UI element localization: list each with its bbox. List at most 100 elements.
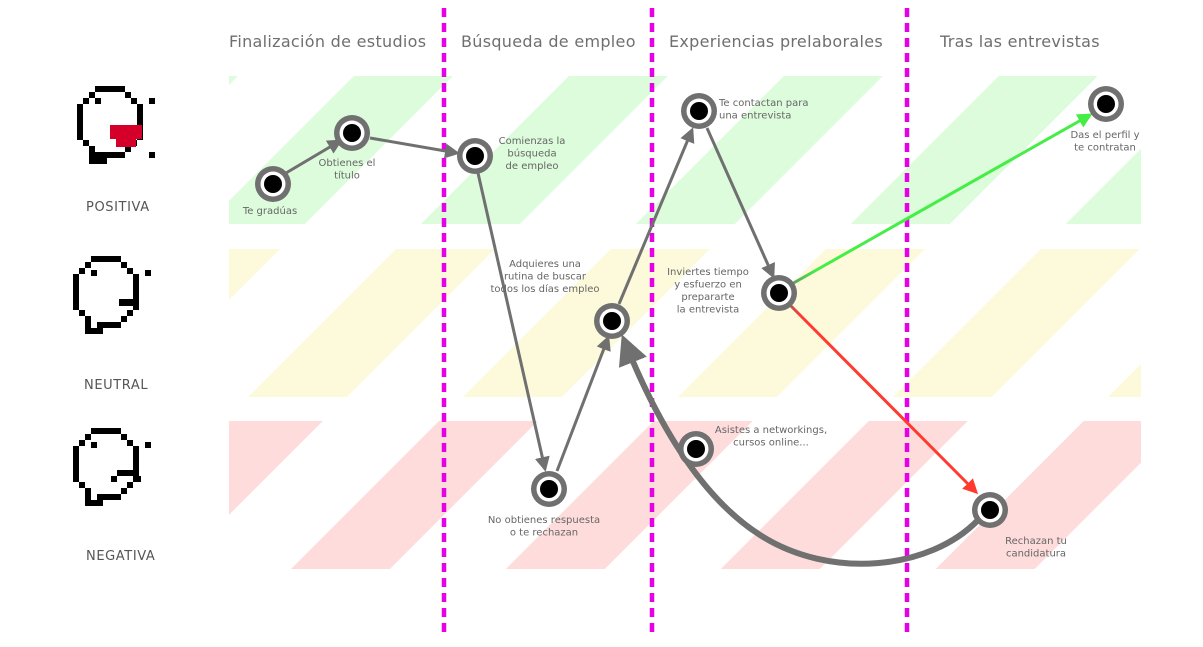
face-pixel (91, 428, 121, 434)
connector-arrow (617, 127, 695, 305)
face-pixel (127, 268, 133, 274)
face-pixel (89, 146, 95, 152)
face-pixel (79, 268, 85, 274)
face-pixel (107, 152, 113, 158)
journey-node-rechazan: Rechazan tu candidatura (972, 492, 1067, 560)
face-pixel (83, 98, 89, 104)
node-label: Das el perfil y te contratan (1070, 130, 1139, 154)
node-label-line: y esfuerzo en (674, 280, 742, 291)
face-pixel (95, 152, 101, 158)
face-pixel (91, 442, 97, 448)
journey-node-rechazo1: No obtienes respuesta o te rechazan (488, 471, 600, 539)
face-pixel (89, 158, 107, 164)
face-pixel (85, 500, 103, 506)
node-label-line: de empleo (506, 161, 559, 172)
face-pixel (121, 434, 127, 440)
node-label-line: No obtienes respuesta (488, 515, 600, 526)
node-label-line: búsqueda (507, 148, 556, 160)
face-pixel (127, 310, 133, 316)
return-curve (618, 334, 981, 567)
face-pixel (85, 488, 91, 494)
face-pixel (85, 262, 91, 268)
face-pixel (111, 476, 117, 482)
node-label-line: título (334, 170, 360, 182)
stage-title: Tras las entrevistas (939, 32, 1100, 51)
face-pixel (85, 316, 91, 322)
face-pixel (95, 98, 101, 104)
success-arrow (789, 113, 1093, 287)
node-label-line: Rechazan tu (1005, 536, 1067, 547)
face-pixel (95, 86, 125, 92)
face-pixel (145, 270, 151, 276)
node-label-line: todos los días empleo (490, 283, 599, 295)
face-pixel (117, 470, 135, 476)
node-label: Rechazan tu candidatura (1005, 536, 1067, 560)
face-pixel (121, 488, 127, 494)
face-pixel (149, 98, 155, 104)
face-pixel (121, 262, 127, 268)
happy-face-icon (77, 86, 155, 164)
journey-node-graduas: Te gradúas (242, 166, 297, 217)
face-pixel (79, 440, 85, 446)
sad-face-icon (73, 428, 151, 506)
node-dot (981, 501, 999, 519)
node-dot (770, 284, 788, 302)
node-dot (690, 102, 708, 120)
node-dot (264, 175, 282, 193)
face-pixel (73, 274, 79, 310)
node-label-line: Inviertes tiempo (667, 267, 749, 278)
face-pixel (73, 446, 79, 482)
face-pixel (137, 104, 143, 140)
band-neutral (229, 249, 1141, 397)
face-pixel (89, 92, 95, 98)
node-label: Asistes a networkings,cursos online... (715, 425, 827, 449)
face-pixel (79, 482, 85, 488)
face-pixel (91, 256, 121, 262)
face-pixel (133, 446, 139, 482)
node-label: No obtienes respuesta o te rechazan (488, 515, 600, 539)
node-label-line: o te rechazan (510, 528, 578, 539)
face-pixel (116, 139, 136, 147)
stage-title: Experiencias prelaborales (669, 32, 883, 51)
node-dot (466, 147, 484, 165)
node-label-line: Te contactan para (718, 98, 809, 109)
connector-arrow (476, 172, 550, 472)
face-pixel (85, 434, 91, 440)
node-label-line: Das el perfil y (1070, 130, 1139, 141)
face-pixel (131, 98, 137, 104)
node-dot (603, 312, 621, 330)
face-pixel (125, 146, 131, 152)
node-label-line: Comienzas la (499, 136, 566, 147)
neutral-face-icon (73, 256, 151, 334)
stage-title: Finalización de estudios (229, 32, 426, 51)
node-label-line: Asistes a networkings, (715, 425, 827, 436)
journey-node-networking: Asistes a networkings,cursos online... (678, 425, 827, 467)
node-dot (687, 440, 705, 458)
journey-node-contratan: Das el perfil y te contratan (1070, 86, 1140, 154)
node-dot (540, 480, 558, 498)
face-pixel (121, 316, 127, 322)
node-label-line: te contratan (1074, 143, 1136, 154)
node-label: Te gradúas (242, 205, 297, 217)
connector-arrow (555, 335, 611, 472)
face-pixel (91, 270, 97, 276)
face-pixel (103, 494, 109, 500)
stage-title: Búsqueda de empleo (461, 32, 636, 51)
face-pixel (110, 125, 142, 139)
node-label-line: prepararte (681, 292, 734, 303)
face-pixel (83, 140, 89, 146)
face-pixel (133, 274, 139, 310)
node-label-line: candidatura (1006, 549, 1066, 560)
node-dot (1097, 95, 1115, 113)
face-pixel (85, 328, 103, 334)
